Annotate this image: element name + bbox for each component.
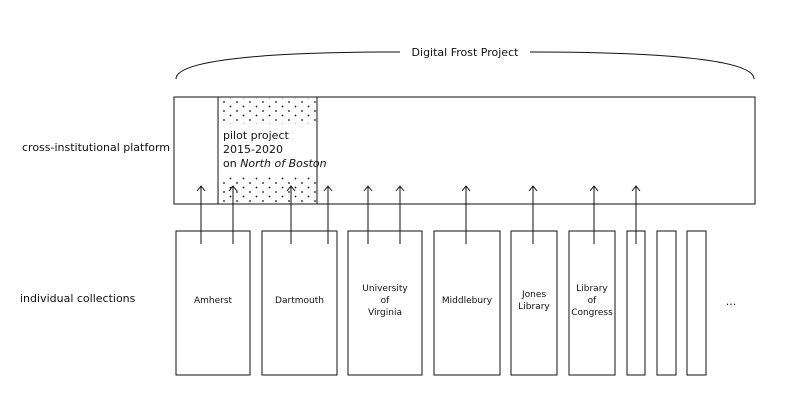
- title-brace: [175, 51, 755, 80]
- collection-rect: [568, 230, 616, 376]
- pilot-dots-top: [219, 98, 316, 124]
- collection-label: Amherst: [194, 296, 233, 306]
- pilot-box: [217, 96, 318, 205]
- collection-box-2: Dartmouth: [261, 186, 338, 376]
- collection-label: Virginia: [368, 308, 402, 318]
- collection-label: of: [588, 296, 598, 306]
- collection-label: Jones: [521, 290, 546, 300]
- pilot-line-1: pilot project: [223, 129, 289, 142]
- collection-label: Congress: [571, 308, 613, 318]
- pilot-line-2: 2015-2020: [223, 143, 283, 156]
- collection-label: Library: [518, 302, 550, 312]
- collection-box-8: [656, 230, 677, 376]
- collection-rect: [347, 230, 423, 376]
- platform-box: [173, 96, 756, 205]
- pilot-line-3-prefix: on: [223, 157, 240, 170]
- collection-box-7: [626, 186, 646, 376]
- collection-rect: [261, 230, 338, 376]
- pilot-line-3: on North of Boston: [223, 157, 327, 170]
- project-title: Digital Frost Project: [412, 46, 520, 59]
- collection-rect: [433, 230, 501, 376]
- collection-label: Library: [576, 284, 608, 294]
- pilot-project-region: pilot project 2015-2020 on North of Bost…: [217, 96, 327, 205]
- collection-rect: [175, 230, 251, 376]
- collection-label: Middlebury: [442, 296, 493, 306]
- platform-row-label: cross-institutional platform: [22, 141, 170, 154]
- collections-row-label: individual collections: [20, 292, 136, 305]
- collection-box-4: Middlebury: [433, 186, 501, 376]
- collection-rect: [510, 230, 558, 376]
- collection-label: University: [362, 284, 408, 294]
- pilot-dots-bottom: [219, 176, 316, 203]
- collection-box-1: Amherst: [175, 186, 251, 376]
- collection-rect: [656, 230, 677, 376]
- more-collections-ellipsis: ...: [726, 295, 737, 308]
- pilot-line-3-title: North of Boston: [240, 157, 326, 170]
- collection-box-9: [686, 230, 707, 376]
- collection-label: of: [381, 296, 391, 306]
- collection-rect: [626, 230, 646, 376]
- collection-label: Dartmouth: [275, 296, 324, 306]
- collection-rect: [686, 230, 707, 376]
